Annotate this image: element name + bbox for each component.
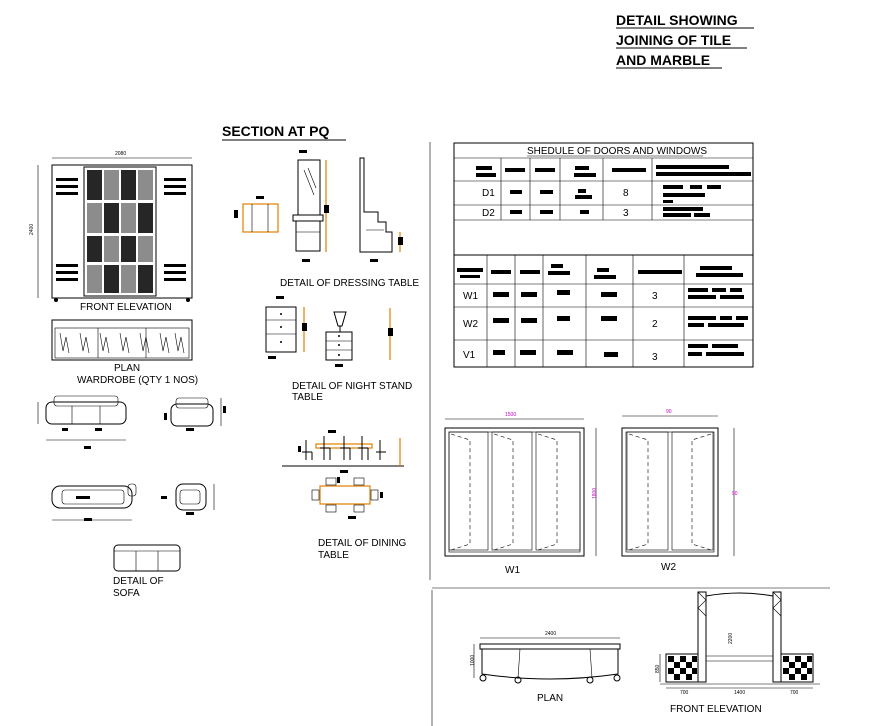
heading-line-1: DETAIL SHOWING xyxy=(616,12,738,28)
right-panel-stripes xyxy=(164,178,186,281)
dining-table-drawing xyxy=(282,430,404,519)
window-w2-elevation: 90 90 xyxy=(621,409,738,557)
wardrobe-plan-label: PLAN xyxy=(114,363,140,374)
sofa-title-1: DETAIL OF xyxy=(113,576,164,587)
bottom-front-elevation-label: FRONT ELEVATION xyxy=(670,704,762,715)
window-id-w2: W2 xyxy=(463,319,478,330)
window-qty-w1: 3 xyxy=(652,291,658,302)
dressing-table-drawing xyxy=(234,150,403,262)
front-dim-mid: 1400 xyxy=(734,690,745,696)
w1-dim-width: 1500 xyxy=(505,412,516,418)
schedule-table: SHEDULE OF DOORS AND WINDOWS D1 8 D2 3 xyxy=(453,142,754,368)
night-stand-title-1: DETAIL OF NIGHT STAND xyxy=(292,381,412,392)
sofa-title-2: SOFA xyxy=(113,588,140,599)
sofa-drawings xyxy=(37,395,226,572)
dining-table-title-2: TABLE xyxy=(318,550,349,561)
wardrobe-outline xyxy=(51,164,193,299)
bottom-front-elevation-drawing: 700 1400 700 2200 850 xyxy=(655,591,820,696)
window-id-v1: V1 xyxy=(463,350,476,361)
plan-dim-height: 1000 xyxy=(470,655,476,666)
door-qty-d1: 8 xyxy=(623,188,629,199)
center-checker-panel xyxy=(83,166,157,297)
night-stand-drawing xyxy=(265,296,393,367)
dressing-table-title: DETAIL OF DRESSING TABLE xyxy=(280,278,419,289)
wardrobe-front-elevation: 2080 2400 xyxy=(29,151,193,302)
window-w2-label: W2 xyxy=(661,562,676,573)
bottom-plan-drawing: 2400 1000 xyxy=(470,631,621,684)
wardrobe-front-elevation-label: FRONT ELEVATION xyxy=(80,302,172,313)
door-id-d1: D1 xyxy=(482,188,495,199)
front-dim-right: 700 xyxy=(790,690,799,696)
front-dim-left: 700 xyxy=(680,690,689,696)
door-qty-d2: 3 xyxy=(623,208,629,219)
window-id-w1: W1 xyxy=(463,291,478,302)
window-qty-v1: 3 xyxy=(652,352,658,363)
wardrobe-dim-height: 2400 xyxy=(29,224,35,235)
wardrobe-dim-width: 2080 xyxy=(115,151,126,157)
door-id-d2: D2 xyxy=(482,208,495,219)
window-qty-w2: 2 xyxy=(652,319,658,330)
section-pq-heading: SECTION AT PQ xyxy=(222,123,329,139)
heading-line-2: JOINING OF TILE xyxy=(616,32,731,48)
wardrobe-title: WARDROBE (QTY 1 NOS) xyxy=(77,375,198,386)
right-checker-unit xyxy=(780,653,814,683)
tile-marble-heading: DETAIL SHOWING JOINING OF TILE AND MARBL… xyxy=(616,12,754,69)
left-checker-unit xyxy=(665,653,699,683)
w1-dim-height: 1800 xyxy=(592,488,598,499)
window-w1-elevation: 1500 1800 xyxy=(444,412,598,557)
window-w1-label: W1 xyxy=(505,565,520,576)
dining-table-title-1: DETAIL OF DINING xyxy=(318,538,407,549)
w2-dim-height: 90 xyxy=(732,491,738,497)
plan-dim-width: 2400 xyxy=(545,631,556,637)
heading-line-3: AND MARBLE xyxy=(616,52,710,68)
left-panel-stripes xyxy=(56,178,78,281)
w2-dim-width: 90 xyxy=(666,409,672,415)
bottom-plan-label: PLAN xyxy=(537,693,563,704)
night-stand-title-2: TABLE xyxy=(292,392,323,403)
front-dim-height: 2200 xyxy=(728,633,734,644)
wardrobe-plan xyxy=(51,319,193,361)
schedule-title: SHEDULE OF DOORS AND WINDOWS xyxy=(527,146,707,157)
front-dim-side: 850 xyxy=(655,664,661,673)
